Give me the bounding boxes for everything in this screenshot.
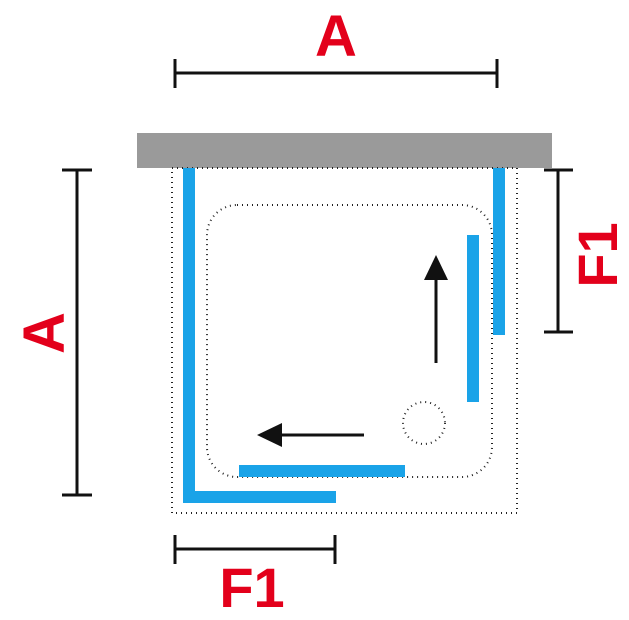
- dimension-right-f1: [544, 168, 573, 334]
- left-fixed-glass: [183, 168, 336, 503]
- label-bottom-f1: F1: [219, 556, 284, 619]
- wall: [137, 133, 552, 168]
- label-top-a: A: [315, 4, 357, 69]
- dimension-left-a: [62, 168, 92, 497]
- arrow-up-icon: [424, 255, 448, 363]
- label-right-f1: F1: [566, 222, 629, 287]
- dimension-bottom-f1: [173, 535, 337, 564]
- drain: [402, 401, 446, 445]
- glass-panels: [183, 168, 505, 503]
- right-fixed-glass: [493, 168, 505, 335]
- bottom-sliding-door: [239, 465, 405, 477]
- arrow-left-icon: [257, 423, 364, 447]
- dimension-top-a: [173, 59, 499, 88]
- label-left-a: A: [12, 312, 77, 354]
- tray-outline: [171, 167, 518, 514]
- right-sliding-door: [467, 235, 479, 402]
